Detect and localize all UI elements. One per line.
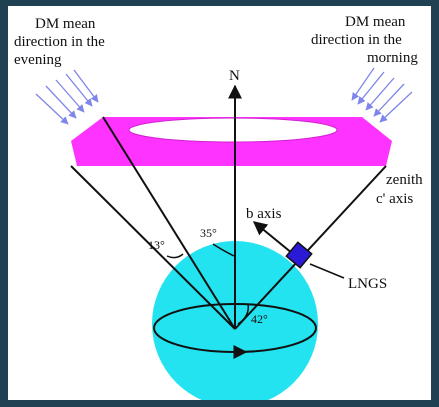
angle-35-arc [212, 243, 235, 257]
cone-line-left-outer [70, 165, 236, 330]
morning-dm-arrows [351, 67, 413, 123]
evening-label-line1: DM mean [35, 16, 96, 32]
c-axis-label: c' axis [376, 191, 413, 207]
lngs-label: LNGS [348, 276, 387, 292]
north-label: N [229, 68, 240, 84]
lngs-pointer [309, 263, 345, 279]
dm-direction-diagram: DM mean direction in the evening DM mean… [14, 14, 423, 400]
evening-dm-arrows [35, 69, 99, 125]
cone-line-right [234, 165, 387, 330]
angle-42-label: 42° [251, 312, 268, 326]
ring-hole [128, 117, 338, 143]
angle-35-label: 35° [200, 226, 217, 240]
zenith-label: zenith [386, 172, 423, 188]
angle-42-arc [237, 303, 250, 325]
morning-label-line2: direction in the [311, 32, 402, 48]
angle-13-arc [166, 253, 184, 259]
morning-label-line1: DM mean [345, 14, 406, 30]
evening-label-line3: evening [14, 52, 62, 68]
lngs-detector [285, 241, 313, 269]
diagram-frame: DM mean direction in the evening DM mean… [8, 6, 431, 400]
morning-label-line3: morning [367, 50, 418, 66]
angle-13-label: 13° [148, 238, 165, 252]
cone-line-left-inner [102, 116, 236, 330]
evening-label-line2: direction in the [14, 34, 105, 50]
b-axis-label: b axis [246, 206, 282, 222]
